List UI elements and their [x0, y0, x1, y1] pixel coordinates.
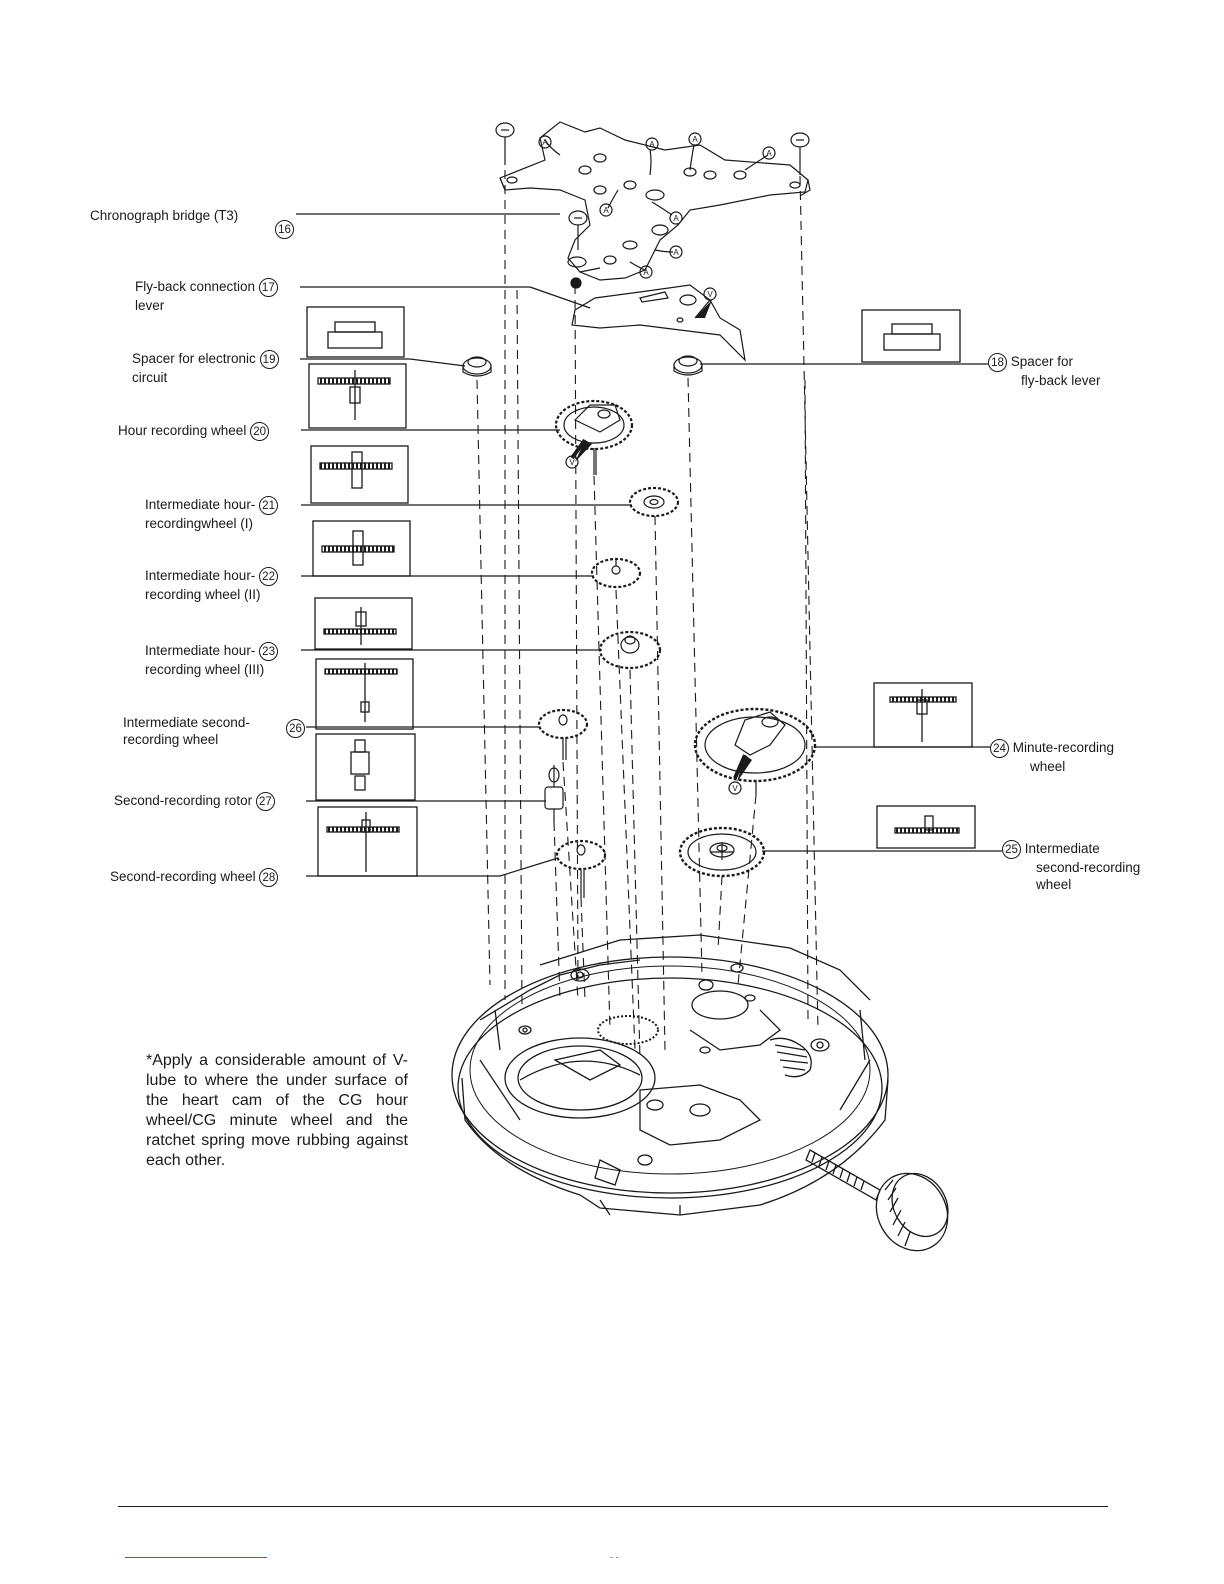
part-label-25: 25 Intermediate second-recording wheel [1002, 840, 1140, 893]
second-recording-rotor-drawing [544, 765, 564, 822]
cross-section-detail-boxes [306, 306, 976, 877]
lube-letter-a: A [649, 140, 655, 149]
v-lube-application-note: *Apply a considerable amount of V-lube t… [146, 1052, 408, 1169]
part-label-18: 18 Spacer for fly-back lever [988, 353, 1101, 389]
alignment-guide-lines [476, 170, 819, 1061]
part-label-19: Spacer for electronic 19 circuit [132, 350, 279, 386]
part-label-27: Second-recording rotor 27 [114, 792, 275, 811]
lube-letter-a: A [603, 206, 609, 215]
chronograph-bridge-drawing [499, 121, 811, 281]
fly-back-connection-lever-drawing [571, 284, 746, 362]
minute-recording-wheel-drawing [693, 707, 817, 795]
spacer-for-fly-back-lever-drawing [673, 355, 703, 376]
lube-letter-v: V [707, 290, 713, 299]
part-label-21: Intermediate hour- 21 recordingwheel (I) [145, 496, 279, 532]
lube-letter-a: A [542, 138, 548, 147]
footer-link-underline [125, 1557, 267, 1558]
lube-letter-v: V [732, 784, 738, 793]
intermediate-hour-recording-wheel-2-drawing [590, 557, 642, 589]
v-lube-marker-icon [575, 300, 752, 782]
part-number-26: 26 [286, 719, 305, 738]
spacer-for-electronic-circuit-drawing [462, 356, 492, 377]
lube-letter-a: A [766, 149, 772, 158]
a-lube-marker-icon [538, 132, 776, 279]
part-label-20: Hour recording wheel 20 [118, 422, 270, 441]
crown-drawing [805, 1149, 949, 1252]
lube-letter-a: A [673, 214, 679, 223]
screw-icon [495, 122, 810, 250]
second-recording-wheel-drawing [555, 839, 607, 898]
lube-letter-a: A [673, 248, 679, 257]
hour-recording-wheel-drawing [554, 399, 634, 475]
intermediate-second-recording-wheel-drawing [678, 826, 766, 878]
intermediate-hour-recording-wheel-1-drawing [628, 486, 680, 518]
part-label-26: Intermediate second- recording wheel [123, 715, 250, 747]
watch-movement-drawing [451, 934, 889, 1216]
part-label-28: Second-recording wheel 28 [110, 868, 279, 887]
intermediate-hour-recording-wheel-3-drawing [598, 630, 662, 670]
lube-letter-a: A [692, 135, 698, 144]
part-label-22: Intermediate hour- 22 recording wheel (I… [145, 567, 279, 603]
intermediate-second-recording-wheel-drawing [537, 708, 589, 760]
footer-rule [118, 1506, 1108, 1507]
lube-letter-v: V [569, 458, 575, 467]
part-label-16: Chronograph bridge (T3) [90, 208, 239, 224]
part-label-23: Intermediate hour- 23 recording wheel (I… [145, 642, 279, 678]
part-label-17: Fly-back connection 17 lever [135, 278, 278, 314]
leader-lines [296, 213, 1002, 877]
part-label-24: 24 Minute-recording wheel [990, 739, 1114, 775]
part-number-16: 16 [275, 220, 294, 239]
page-number: - - [610, 1552, 619, 1562]
lube-letter-a: A [643, 268, 649, 277]
